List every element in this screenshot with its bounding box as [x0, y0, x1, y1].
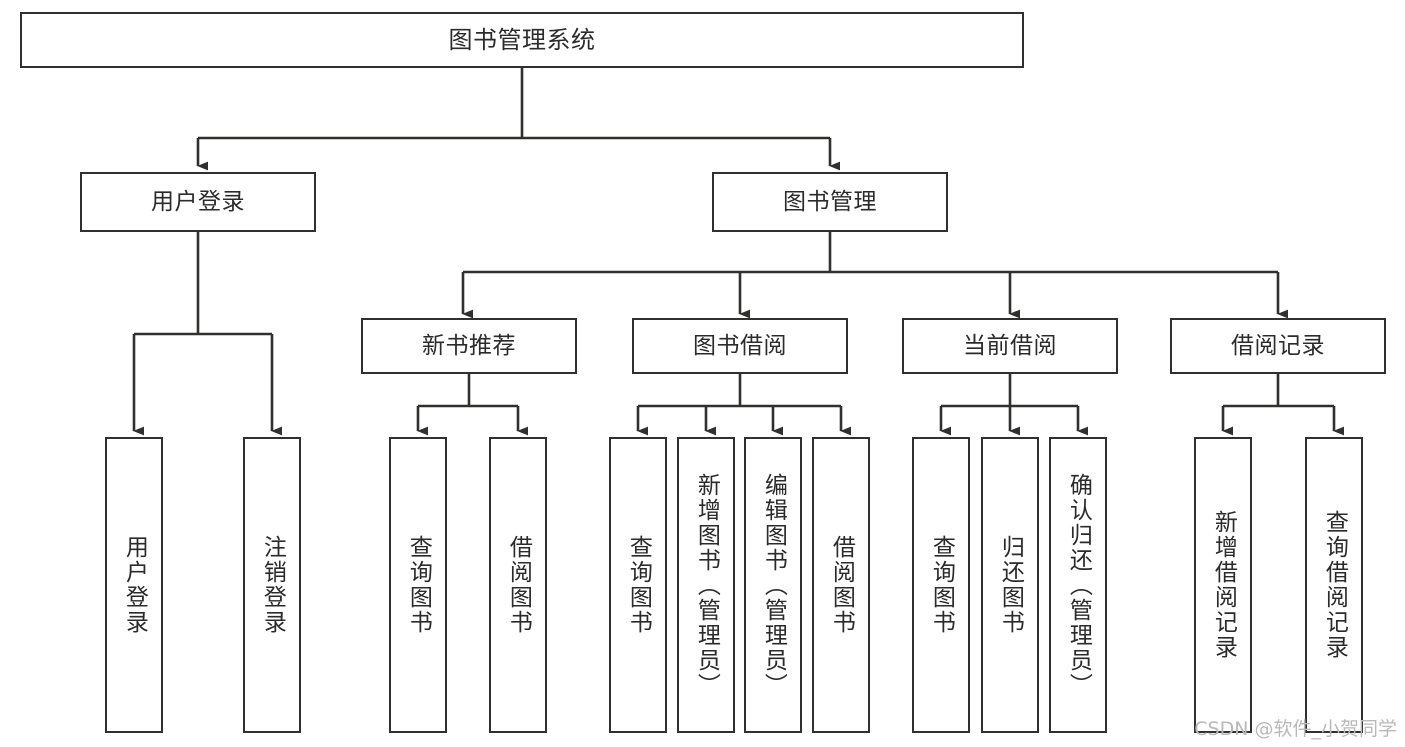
leaf-borrow-lend-book[interactable]: 借阅图书	[812, 437, 870, 733]
leaf-borrow-add-book-admin[interactable]: 新增图书（管理员）	[677, 437, 735, 733]
node-label: 图书管理系统	[448, 26, 596, 54]
node-label: 借阅图书	[828, 535, 855, 635]
leaf-current-return-book[interactable]: 归还图书	[981, 437, 1039, 733]
leaf-borrow-edit-book-admin[interactable]: 编辑图书（管理员）	[744, 437, 802, 733]
node-label: 借阅记录	[1231, 332, 1325, 359]
leaf-current-confirm-return-admin[interactable]: 确认归还（管理员）	[1049, 437, 1107, 733]
node-label: 用户登录	[151, 188, 245, 215]
leaf-user-logout[interactable]: 注销登录	[243, 437, 301, 733]
leaf-record-query-borrow-record[interactable]: 查询借阅记录	[1305, 437, 1363, 733]
csdn-watermark: CSDN @软件_小贺同学	[1194, 718, 1397, 740]
leaf-recommend-borrow-book[interactable]: 借阅图书	[489, 437, 547, 733]
node-label: 确认归还（管理员）	[1065, 472, 1092, 698]
node-label: 图书管理	[783, 188, 877, 215]
leaf-user-login[interactable]: 用户登录	[105, 437, 163, 733]
node-label: 新增图书（管理员）	[693, 472, 720, 698]
node-label: 编辑图书（管理员）	[760, 472, 787, 698]
node-label: 查询图书	[928, 535, 955, 635]
node-current-borrow[interactable]: 当前借阅	[902, 318, 1118, 374]
node-root-book-management-system[interactable]: 图书管理系统	[20, 12, 1024, 68]
node-label: 新书推荐	[422, 332, 516, 359]
node-label: 借阅图书	[505, 535, 532, 635]
leaf-borrow-query-book[interactable]: 查询图书	[609, 437, 667, 733]
node-label: 新增借阅记录	[1210, 510, 1237, 660]
node-borrow-record[interactable]: 借阅记录	[1170, 318, 1386, 374]
node-label: 当前借阅	[963, 332, 1057, 359]
leaf-current-query-book[interactable]: 查询图书	[912, 437, 970, 733]
node-label: 归还图书	[997, 535, 1024, 635]
leaf-recommend-query-book[interactable]: 查询图书	[389, 437, 447, 733]
node-new-book-recommend[interactable]: 新书推荐	[361, 318, 577, 374]
node-label: 图书借阅	[693, 332, 787, 359]
node-book-borrow[interactable]: 图书借阅	[632, 318, 848, 374]
node-label: 查询图书	[625, 535, 652, 635]
node-label: 查询借阅记录	[1321, 510, 1348, 660]
node-book-management[interactable]: 图书管理	[712, 172, 948, 232]
node-label: 查询图书	[405, 535, 432, 635]
leaf-record-add-borrow-record[interactable]: 新增借阅记录	[1194, 437, 1252, 733]
node-user-login[interactable]: 用户登录	[80, 172, 316, 232]
node-label: 注销登录	[259, 535, 286, 635]
node-label: 用户登录	[121, 535, 148, 635]
